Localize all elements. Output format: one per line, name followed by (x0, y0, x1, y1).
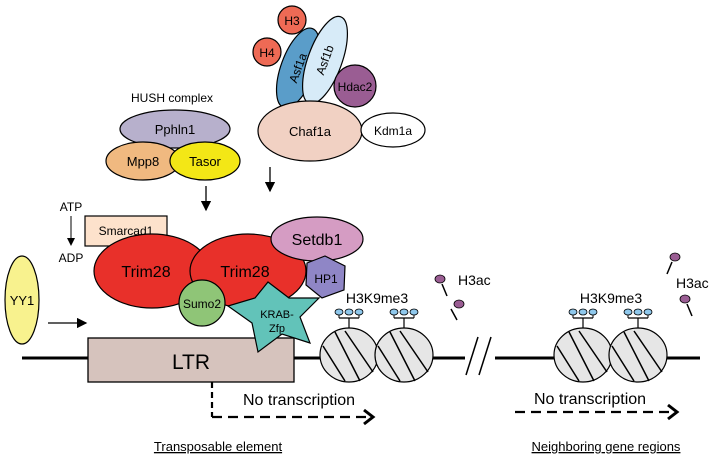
krab-zfp-label-line2: Zfp (269, 323, 285, 335)
lollipop-mark-icon (633, 308, 643, 316)
nucleosome-right-1 (553, 327, 613, 383)
h3k9me3-right-label: H3K9me3 (580, 290, 642, 306)
lollipop-mark-icon (588, 308, 598, 316)
transposable-element-caption: Transposable element (154, 439, 283, 454)
acetyl-mark-left-2 (450, 299, 465, 321)
acetyl-mark-right-2 (679, 294, 693, 317)
krab-zfp-label-line1: KRAB- (260, 309, 294, 321)
krab-zfp-protein: KRAB- Zfp (226, 281, 321, 354)
kdm1a-label: Kdm1a (374, 124, 412, 138)
h3ac-left-label: H3ac (458, 272, 491, 288)
yy1-shape (4, 255, 40, 345)
methyl-marks-left-1 (334, 308, 364, 328)
mpp8-protein: Mpp8 (105, 141, 181, 181)
nucleosome-dna-wrap (611, 330, 663, 382)
nucleosome-left-2 (374, 327, 434, 383)
kdm1a-shape (360, 112, 426, 148)
yy1-protein: YY1 (4, 255, 40, 345)
kdm1a-protein: Kdm1a (360, 112, 426, 148)
nucleosome-right-2 (608, 327, 668, 383)
trim28-right-label: Trim28 (220, 264, 269, 281)
dashed-right-arrow-icon (210, 382, 376, 426)
lollipop-mark-icon (669, 252, 681, 262)
lollipop-mark-icon (578, 308, 588, 316)
methyl-marks-right-2 (623, 308, 653, 328)
lollipop-mark-icon (334, 308, 344, 316)
chaf1a-protein: Chaf1a (257, 100, 363, 162)
asf1b-protein: Asf1b (301, 15, 349, 105)
h4-label: H4 (259, 46, 275, 60)
lollipop-mark-icon (399, 308, 409, 316)
lollipop-mark-icon (453, 299, 465, 309)
hdac2-protein: Hdac2 (333, 64, 377, 108)
lollipop-mark-icon (568, 308, 578, 316)
pphln1-protein: Pphln1 (119, 109, 231, 149)
pphln1-shape (119, 109, 231, 149)
sumo2-label: Sumo2 (183, 297, 221, 311)
lollipop-mark-icon (679, 294, 691, 304)
acetyl-mark-left-1 (434, 274, 448, 297)
hush-complex-title: HUSH complex (131, 91, 213, 105)
lollipop-mark-icon (643, 308, 653, 316)
ltr-label: LTR (172, 351, 210, 374)
tasor-label: Tasor (189, 154, 221, 169)
tasor-protein: Tasor (169, 141, 241, 181)
h3-shape (277, 5, 307, 35)
lollipop-mark-icon (354, 308, 364, 316)
nucleosome-left-1 (319, 327, 379, 383)
tasor-shape (169, 141, 241, 181)
hp1-shape (305, 255, 346, 299)
trim28-left-label: Trim28 (121, 264, 170, 281)
nucleosome-dna-wrap (556, 330, 608, 382)
no-transcription-right-label: No transcription (534, 391, 646, 408)
pphln1-label: Pphln1 (155, 122, 195, 137)
nucleosome-dna-wrap (322, 330, 374, 382)
no-transcription-left-label: No transcription (243, 392, 355, 409)
setdb1-label: Setdb1 (292, 232, 343, 249)
acetyl-mark-right-1 (666, 252, 681, 275)
hp1-protein: HP1 (305, 255, 346, 299)
lollipop-mark-icon (344, 308, 354, 316)
dashed-right-arrow-icon (515, 403, 680, 421)
h3-label: H3 (284, 14, 300, 28)
krab-zfp-shape (226, 281, 321, 354)
sumo2-shape (178, 279, 226, 327)
h3ac-right-label: H3ac (676, 275, 709, 291)
setdb1-protein: Setdb1 (270, 216, 364, 262)
double-slash-break-icon (465, 336, 492, 376)
methyl-marks-right-1 (568, 308, 598, 328)
h3-histone: H3 (277, 5, 307, 35)
trim28-left-protein: Trim28 (93, 233, 211, 309)
hdac2-label: Hdac2 (338, 80, 373, 94)
mpp8-label: Mpp8 (127, 154, 160, 169)
hdac2-shape (333, 64, 377, 108)
lollipop-mark-icon (389, 308, 399, 316)
chaf1a-label: Chaf1a (289, 124, 332, 139)
methyl-marks-left-2 (389, 308, 419, 328)
lollipop-mark-icon (409, 308, 419, 316)
neighboring-gene-regions-caption: Neighboring gene regions (532, 439, 681, 454)
lollipop-mark-icon (434, 274, 446, 284)
hp1-label: HP1 (314, 272, 338, 286)
adp-label: ADP (59, 251, 84, 265)
h4-shape (252, 37, 282, 67)
sumo2-protein: Sumo2 (178, 279, 226, 327)
lollipop-mark-icon (623, 308, 633, 316)
nucleosome-dna-wrap (377, 330, 429, 382)
h3k9me3-left-label: H3K9me3 (346, 290, 408, 306)
atp-label: ATP (60, 200, 82, 214)
yy1-label: YY1 (10, 293, 35, 308)
h4-histone: H4 (252, 37, 282, 67)
